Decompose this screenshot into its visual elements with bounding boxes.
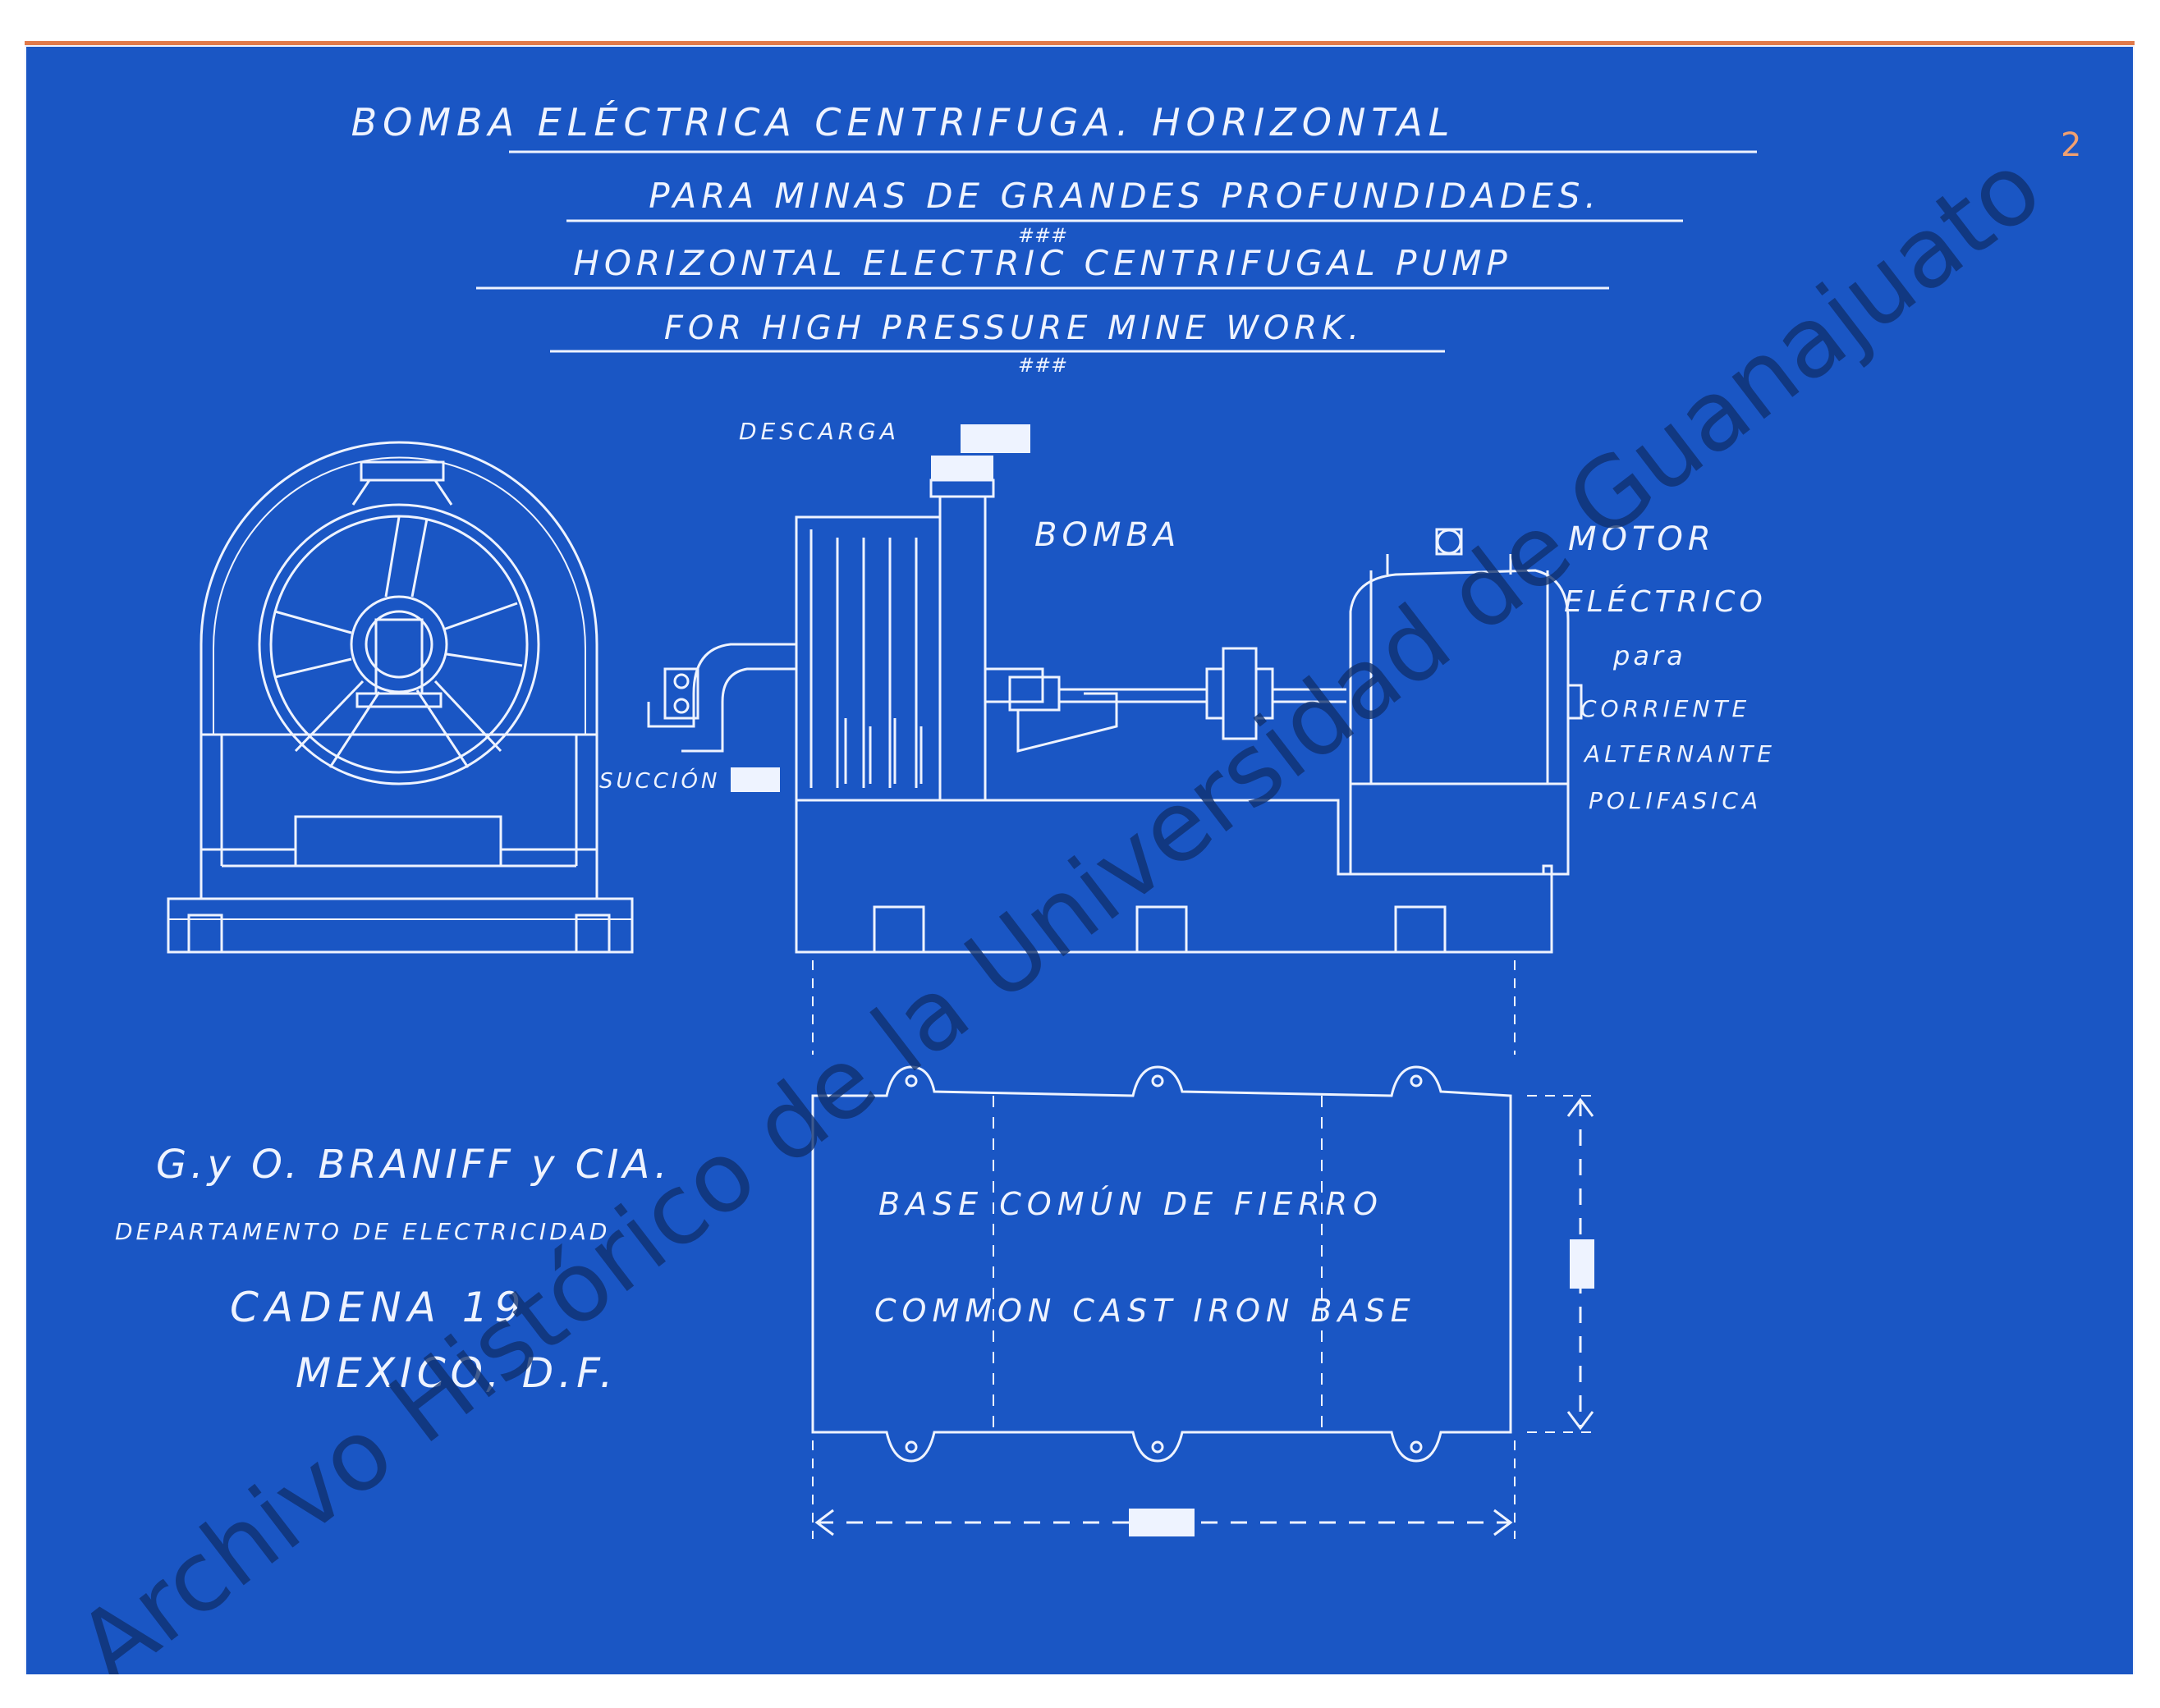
corner-mark: 2 [2061,126,2081,164]
title-block: BOMBA ELÉCTRICA CENTRIFUGA. HORIZONTAL P… [351,100,1757,377]
company-name: G.y O. BRANIFF y CIA. [156,1142,671,1188]
component-labels: DESCARGA BOMBA MOTOR ELÉCTRICO para CORR… [599,418,1776,814]
title-line-3: HORIZONTAL ELECTRIC CENTRIFUGAL PUMP [573,243,1512,283]
label-succion: SUCCIÓN [599,767,720,794]
company-dept: DEPARTAMENTO DE ELECTRICIDAD [115,1218,610,1245]
blueprint-drawing: BOMBA ELÉCTRICA CENTRIFUGA. HORIZONTAL P… [25,45,2135,1674]
title-line-4: FOR HIGH PRESSURE MINE WORK. [664,309,1364,347]
dimension-blank-vertical [1570,1239,1594,1289]
title-separator-2: ### [1018,354,1067,377]
label-alternante: ALTERNANTE [1583,740,1776,767]
pump-motor-side-view [647,456,1583,954]
company-street: CADENA 19 [230,1284,527,1331]
label-bomba: BOMBA [1034,516,1181,554]
label-base-en: COMMON CAST IRON BASE [874,1293,1416,1329]
label-descarga: DESCARGA [739,418,900,445]
title-line-2: PARA MINAS DE GRANDES PROFUNDIDADES. [649,176,1601,216]
label-motor: MOTOR [1568,520,1716,558]
dimension-blank-horizontal [1129,1509,1195,1536]
blueprint-sheet: BOMBA ELÉCTRICA CENTRIFUGA. HORIZONTAL P… [25,41,2135,1674]
company-block: G.y O. BRANIFF y CIA. DEPARTAMENTO DE EL… [115,1142,671,1397]
company-city: MEXICO, D.F. [296,1349,617,1397]
title-line-1: BOMBA ELÉCTRICA CENTRIFUGA. HORIZONTAL [351,100,1456,144]
label-corriente: CORRIENTE [1580,695,1750,722]
label-base-es: BASE COMÚN DE FIERRO [878,1186,1383,1222]
title-separator-1: ### [1018,224,1067,247]
label-polifasica: POLIFASICA [1589,787,1762,814]
label-para: para [1612,640,1686,671]
pump-end-view [167,441,634,954]
label-electrico: ELÉCTRICO [1564,584,1767,619]
